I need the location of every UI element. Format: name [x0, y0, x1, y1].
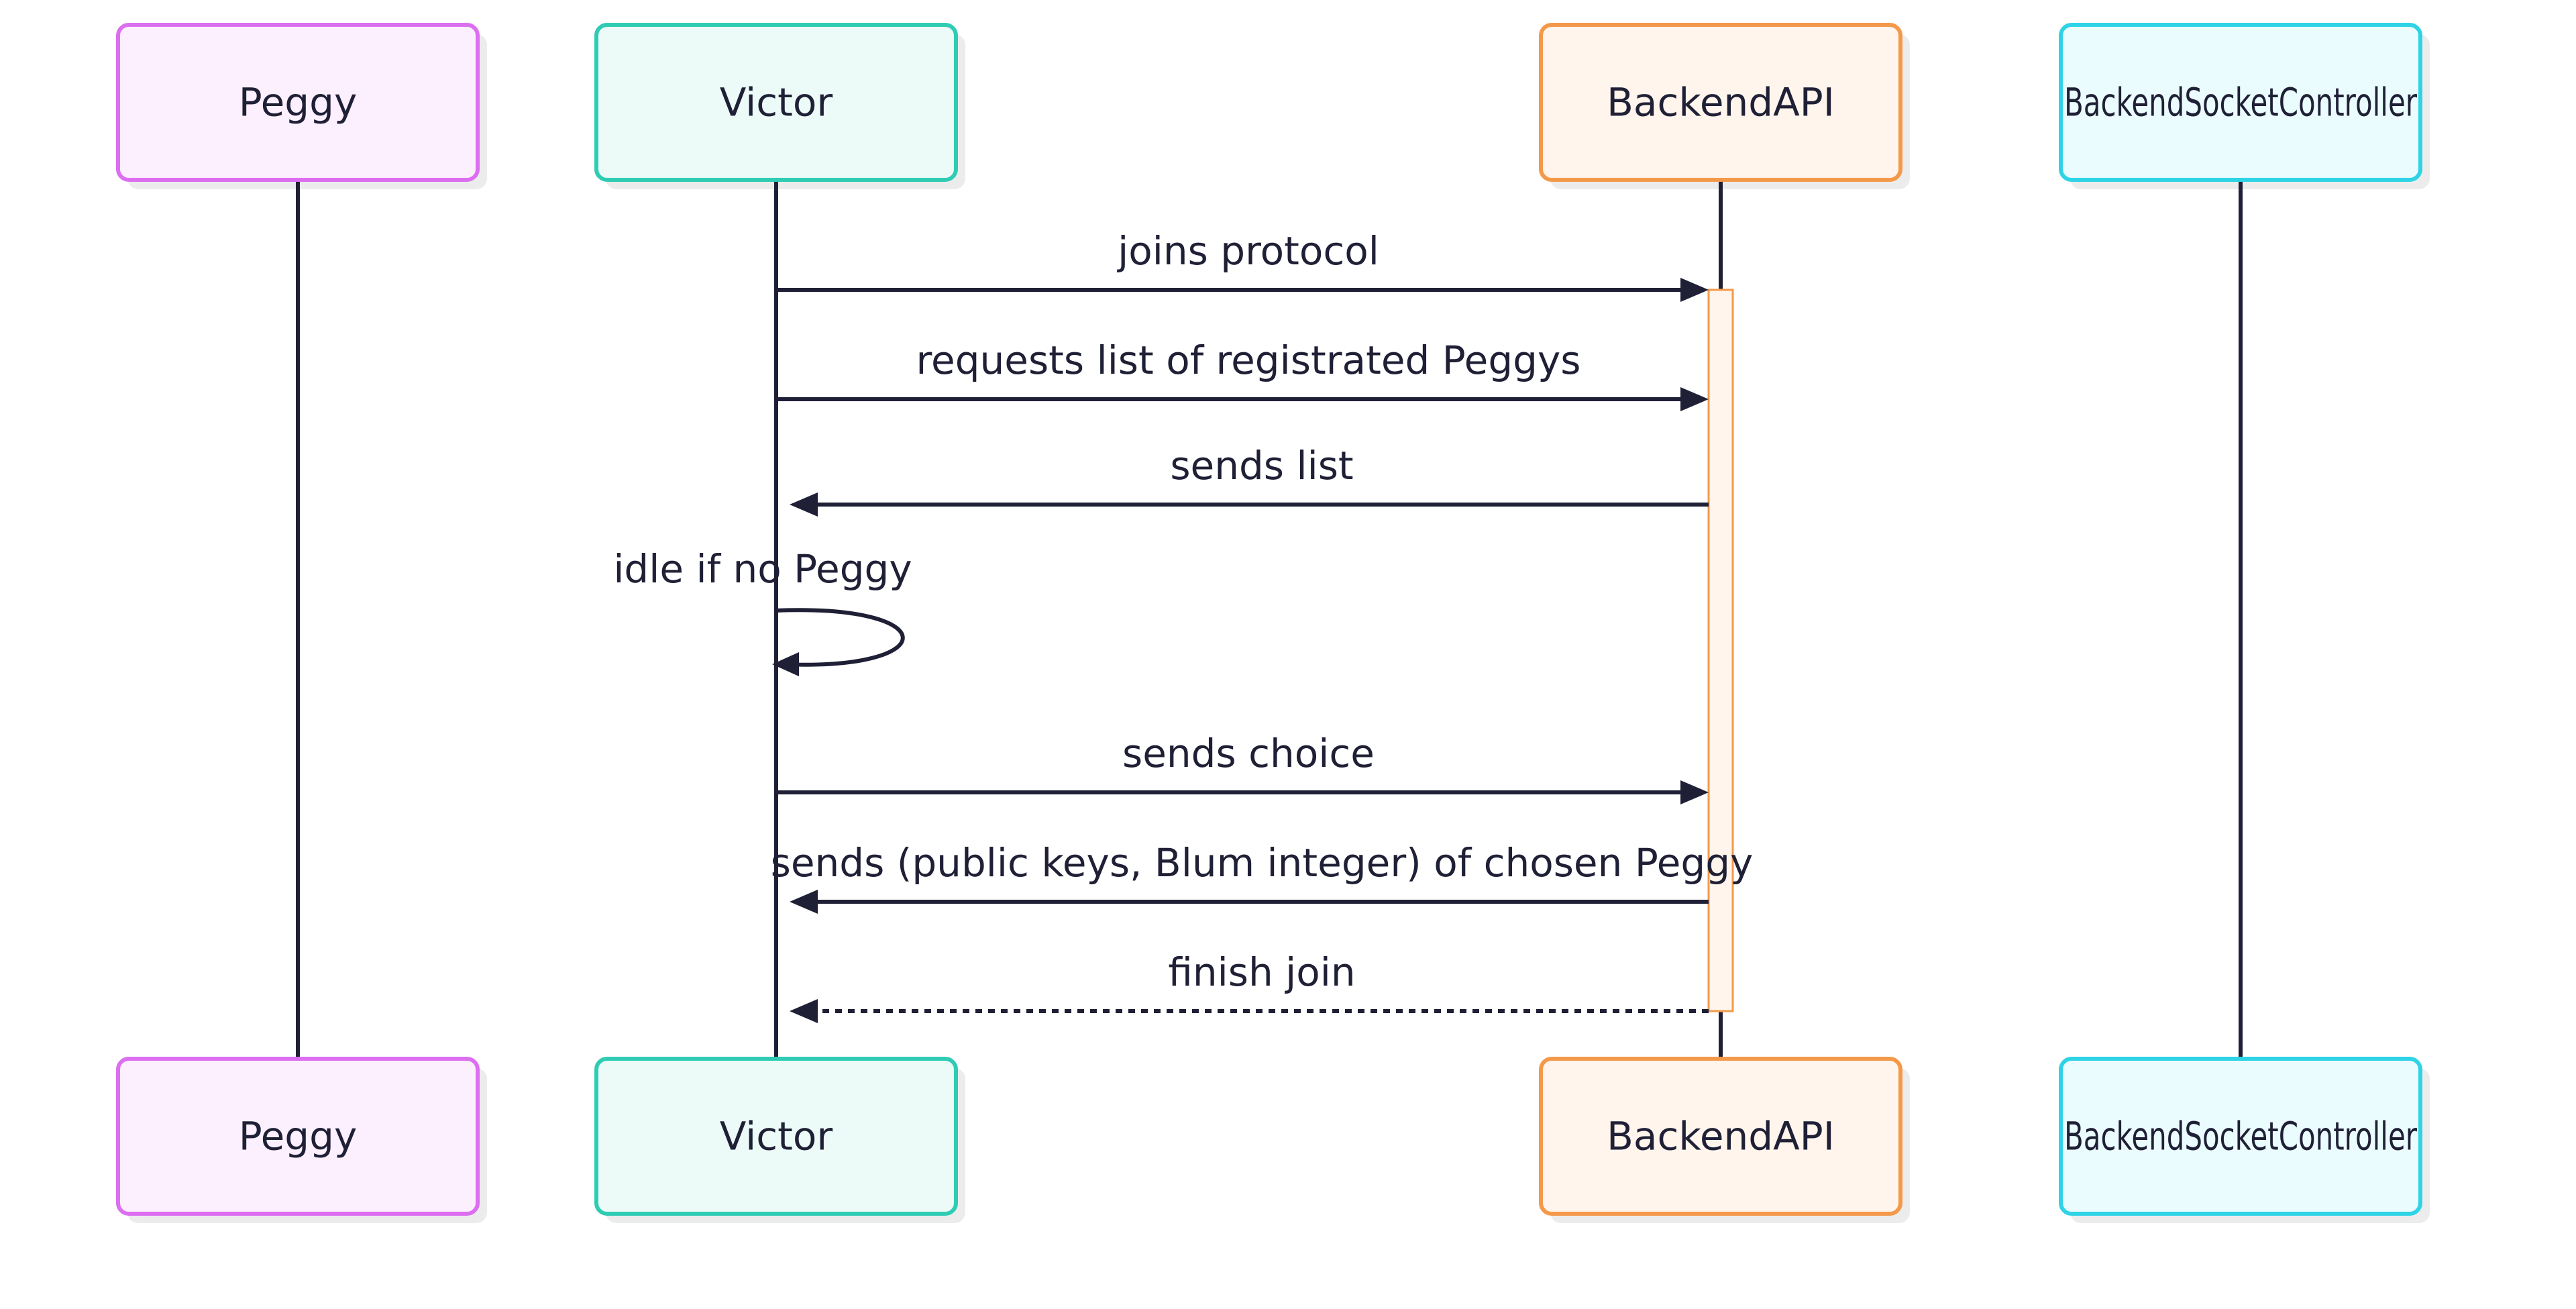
actor-label-backendapi-bottom: BackendAPI [1607, 1114, 1835, 1159]
actor-label-socket-bottom: BackendSocketController [2064, 1114, 2417, 1159]
message-4[interactable]: sends choice [776, 731, 1709, 804]
arrowhead-icon [790, 492, 818, 517]
arrowhead-icon [1680, 387, 1709, 411]
actor-label-victor-bottom: Victor [720, 1114, 833, 1159]
actor-box-backendapi-top[interactable] [1539, 23, 1902, 182]
message-label: idle if no Peggy [613, 546, 912, 592]
message-label: requests list of registrated Peggys [916, 337, 1580, 383]
message-label: sends choice [1122, 731, 1375, 776]
message-label: sends (public keys, Blum integer) of cho… [771, 840, 1754, 886]
actor-label-peggy-bottom: Peggy [239, 1114, 358, 1159]
message-1[interactable]: requests list of registrated Peggys [776, 337, 1709, 411]
arrowhead-icon [1680, 278, 1709, 302]
message-5[interactable]: sends (public keys, Blum integer) of cho… [771, 840, 1754, 914]
arrowhead-icon [772, 652, 799, 676]
actor-label-socket-top: BackendSocketController [2064, 80, 2417, 125]
actor-box-socket-bottom[interactable] [2059, 1057, 2422, 1216]
actor-box-victor-bottom[interactable] [594, 1057, 958, 1216]
message-3[interactable]: idle if no Peggy [613, 546, 912, 676]
message-0[interactable]: joins protocol [776, 228, 1709, 302]
activation-bar [1707, 289, 1734, 1012]
arrowhead-icon [790, 999, 818, 1023]
actor-box-victor-top[interactable] [594, 23, 958, 182]
actor-box-socket-top[interactable] [2059, 23, 2422, 182]
arrowhead-icon [790, 890, 818, 914]
actor-label-victor-top: Victor [720, 80, 833, 125]
self-loop-line [775, 608, 905, 667]
message-2[interactable]: sends list [790, 443, 1709, 517]
arrowhead-icon [1680, 780, 1709, 804]
actor-box-peggy-top[interactable] [116, 23, 480, 182]
message-6[interactable]: finish join [790, 949, 1709, 1023]
actor-label-peggy-top: Peggy [239, 80, 358, 125]
actor-box-backendapi-bottom[interactable] [1539, 1057, 1902, 1216]
message-label: joins protocol [1116, 228, 1379, 274]
message-label: sends list [1170, 443, 1353, 488]
actor-label-backendapi-top: BackendAPI [1607, 80, 1835, 125]
message-label: finish join [1168, 949, 1355, 995]
actor-box-peggy-bottom[interactable] [116, 1057, 480, 1216]
